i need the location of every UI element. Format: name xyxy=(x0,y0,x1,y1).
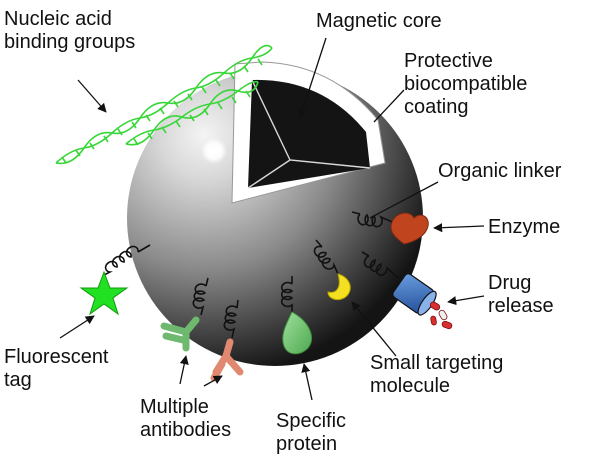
pointer-antibody-green xyxy=(179,355,189,385)
core-cutaway xyxy=(231,61,386,204)
label-coating-line3: coating xyxy=(404,96,469,118)
label-fluorescent: Fluorescent tag xyxy=(4,346,109,392)
small-molecule-crescent-icon xyxy=(327,273,351,301)
linker-coil-icon xyxy=(313,239,339,275)
pointer-small-molecule xyxy=(351,301,397,357)
enzyme-icon xyxy=(390,212,429,245)
linker-coil-icon xyxy=(361,251,399,279)
label-organic-linker: Organic linker xyxy=(438,160,562,182)
label-specific-protein-line2: protein xyxy=(276,433,338,455)
label-specific-protein-line1: Specific xyxy=(276,410,347,432)
linker-coil-icon xyxy=(351,211,393,228)
linker-coil-icon xyxy=(192,277,209,316)
antibody-green-icon xyxy=(160,316,200,352)
fluorescent-star-icon xyxy=(79,270,129,316)
pointer-enzyme xyxy=(433,223,485,233)
label-drug-release-line2: release xyxy=(488,295,554,317)
pointer-drug-release xyxy=(447,295,485,306)
label-antibodies-line1: Multiple xyxy=(140,396,209,418)
linker-coil-icon xyxy=(223,299,239,339)
label-nucleic-acid: Nucleic acid binding groups xyxy=(4,8,135,54)
pointer-nucleic-acid xyxy=(77,79,107,113)
label-magnetic-core: Magnetic core xyxy=(316,10,442,32)
pointer-fluorescent xyxy=(59,315,95,339)
drug-release-pills-icon xyxy=(429,301,453,330)
drug-capsule-icon xyxy=(392,273,437,316)
label-drug-release-line1: Drug xyxy=(488,272,532,294)
linker-coil-icon xyxy=(103,244,151,276)
label-fluorescent-line1: Fluorescent xyxy=(4,346,109,368)
specific-protein-icon xyxy=(282,311,312,355)
magnetic-core-cube-icon xyxy=(248,79,370,188)
pointer-protein xyxy=(301,363,313,401)
pointer-antibody-salmon xyxy=(203,375,223,387)
label-antibodies: Multiple antibodies xyxy=(140,396,231,442)
pointer-coating xyxy=(373,89,405,123)
label-antibodies-line2: antibodies xyxy=(140,419,232,441)
label-enzyme: Enzyme xyxy=(488,216,561,238)
label-coating-line2: biocompatible xyxy=(404,73,528,95)
sphere-highlight xyxy=(201,138,227,164)
pointer-magnetic-core xyxy=(298,37,327,119)
label-drug-release: Drug release xyxy=(488,272,554,318)
label-small-targeting-line2: molecule xyxy=(370,375,451,397)
label-small-targeting-line1: Small targeting xyxy=(370,352,504,374)
dna-double-helix-icon xyxy=(55,44,273,165)
linker-coil-icon xyxy=(280,276,294,312)
label-small-targeting: Small targeting molecule xyxy=(370,352,503,398)
label-nucleic-acid-line2: binding groups xyxy=(4,31,136,53)
pointer-organic-linker xyxy=(369,181,439,219)
label-fluorescent-line2: tag xyxy=(4,369,32,391)
label-specific-protein: Specific protein xyxy=(276,410,346,456)
label-nucleic-acid-line1: Nucleic acid xyxy=(4,8,112,30)
label-coating-line1: Protective xyxy=(404,50,493,72)
label-coating: Protective biocompatible coating xyxy=(404,50,527,119)
